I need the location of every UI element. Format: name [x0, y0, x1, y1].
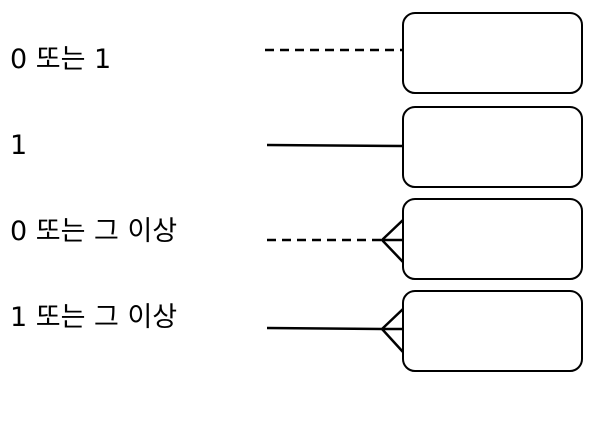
relation-zero-or-more [267, 198, 583, 280]
label-zero-or-one: 0 또는 1 [10, 44, 112, 75]
solid-connector-line [266, 326, 383, 331]
crows-foot-marker [380, 219, 404, 263]
entity-box [402, 198, 583, 280]
crows-foot-marker [380, 308, 404, 353]
solid-connector-line [266, 143, 404, 148]
label-exactly-one: 1 [10, 130, 28, 161]
relation-zero-or-one [265, 12, 583, 94]
relation-one-or-more [266, 290, 583, 372]
entity-box [402, 106, 583, 188]
entity-box [402, 12, 583, 94]
label-one-or-more: 1 또는 그 이상 [10, 302, 178, 333]
entity-box [402, 290, 583, 372]
relation-exactly-one [266, 106, 583, 188]
label-zero-or-more: 0 또는 그 이상 [10, 216, 178, 247]
